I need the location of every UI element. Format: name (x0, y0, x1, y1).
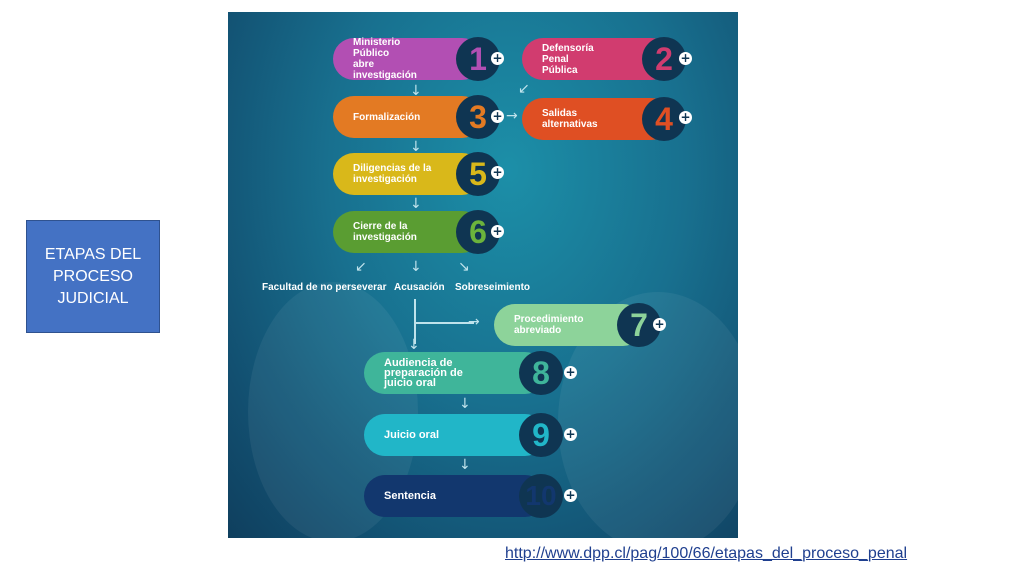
stage-7-label-line-2: abreviado (514, 325, 562, 336)
stage-9-plus-icon[interactable]: + (564, 427, 577, 441)
outcome-no-perseverar: Facultad de no perseverar (262, 282, 387, 293)
stage-7-label-line-1: Procedimiento (514, 314, 584, 325)
stage-2-number: 2 (642, 37, 686, 81)
stage-8-label-line-2: preparación de (384, 367, 463, 379)
stage-3-plus-icon[interactable]: + (491, 109, 504, 123)
arrow-5-to-6: ↓ (410, 196, 422, 212)
connector-horizontal (414, 322, 474, 324)
stage-8-plus-icon[interactable]: + (564, 365, 577, 379)
arrow-8-to-9: ↓ (459, 396, 471, 412)
arrow-to-no-perseverar: ↙ (355, 259, 367, 275)
stage-9-number: 9 (519, 413, 563, 457)
stage-10-label-line-1: Sentencia (384, 489, 436, 502)
stage-4-number: 4 (642, 97, 686, 141)
stage-4-label-line-2: alternativas (542, 119, 598, 130)
stage-8-number: 8 (519, 351, 563, 395)
arrow-1-to-3: ↓ (410, 83, 422, 99)
stage-4-label-line-1: Salidas (542, 108, 578, 119)
arrow-3-to-4: → (506, 108, 518, 124)
arrow-2-to-3: ↙ (518, 81, 530, 97)
stage-1-label-line-2: abre investigación (353, 59, 417, 81)
title-line-1: ETAPAS DEL (44, 245, 142, 263)
outcome-acusacion: Acusación (394, 282, 445, 293)
outcome-sobreseimiento: Sobreseimiento (455, 282, 531, 293)
title-box: ETAPAS DEL PROCESO JUDICIAL (26, 220, 160, 333)
stage-2-label-line-2: Pública (542, 64, 578, 76)
stage-2-plus-icon[interactable]: + (679, 51, 692, 65)
stage-4-plus-icon[interactable]: + (679, 110, 692, 124)
stage-10-number: 10 (519, 474, 563, 518)
stage-1-label-line-1: Ministerio Público (353, 37, 401, 59)
stage-6-label-line-1: Cierre de la (353, 221, 408, 232)
stage-9-label-line-1: Juicio oral (384, 428, 440, 441)
stage-5-plus-icon[interactable]: + (491, 165, 504, 179)
stage-9-pill[interactable]: Juicio oral (364, 414, 546, 456)
title-line-3: JUDICIAL (57, 289, 129, 307)
stage-6-plus-icon[interactable]: + (491, 224, 504, 238)
stage-2-label-line-1: Defensoría Penal (542, 42, 594, 65)
stage-7-plus-icon[interactable]: + (653, 317, 666, 331)
stage-3-label-line-1: Formalización (353, 111, 421, 123)
source-link[interactable]: http://www.dpp.cl/pag/100/66/etapas_del_… (505, 545, 908, 562)
stage-10-plus-icon[interactable]: + (564, 488, 577, 502)
stage-1-plus-icon[interactable]: + (491, 51, 504, 65)
connector-vertical (414, 299, 416, 344)
stage-5-label-line-1: Diligencias de la (353, 163, 432, 174)
arrow-to-stage-7: → (468, 314, 480, 330)
arrow-to-acusacion: ↓ (410, 259, 422, 275)
arrow-to-sobreseimiento: ↘ (458, 259, 470, 275)
arrow-9-to-10: ↓ (459, 457, 471, 473)
arrow-3-to-5: ↓ (410, 139, 422, 155)
stage-10-pill[interactable]: Sentencia (364, 475, 546, 517)
stage-6-label-line-2: investigación (353, 232, 417, 243)
stage-5-label-line-2: investigación (353, 174, 417, 185)
stage-8-label-line-3: juicio oral (384, 377, 436, 389)
arrow-to-stage-8: ↓ (408, 337, 420, 353)
stage-8-label-line-1: Audiencia de (384, 357, 453, 369)
title-line-2: PROCESO (52, 267, 133, 285)
